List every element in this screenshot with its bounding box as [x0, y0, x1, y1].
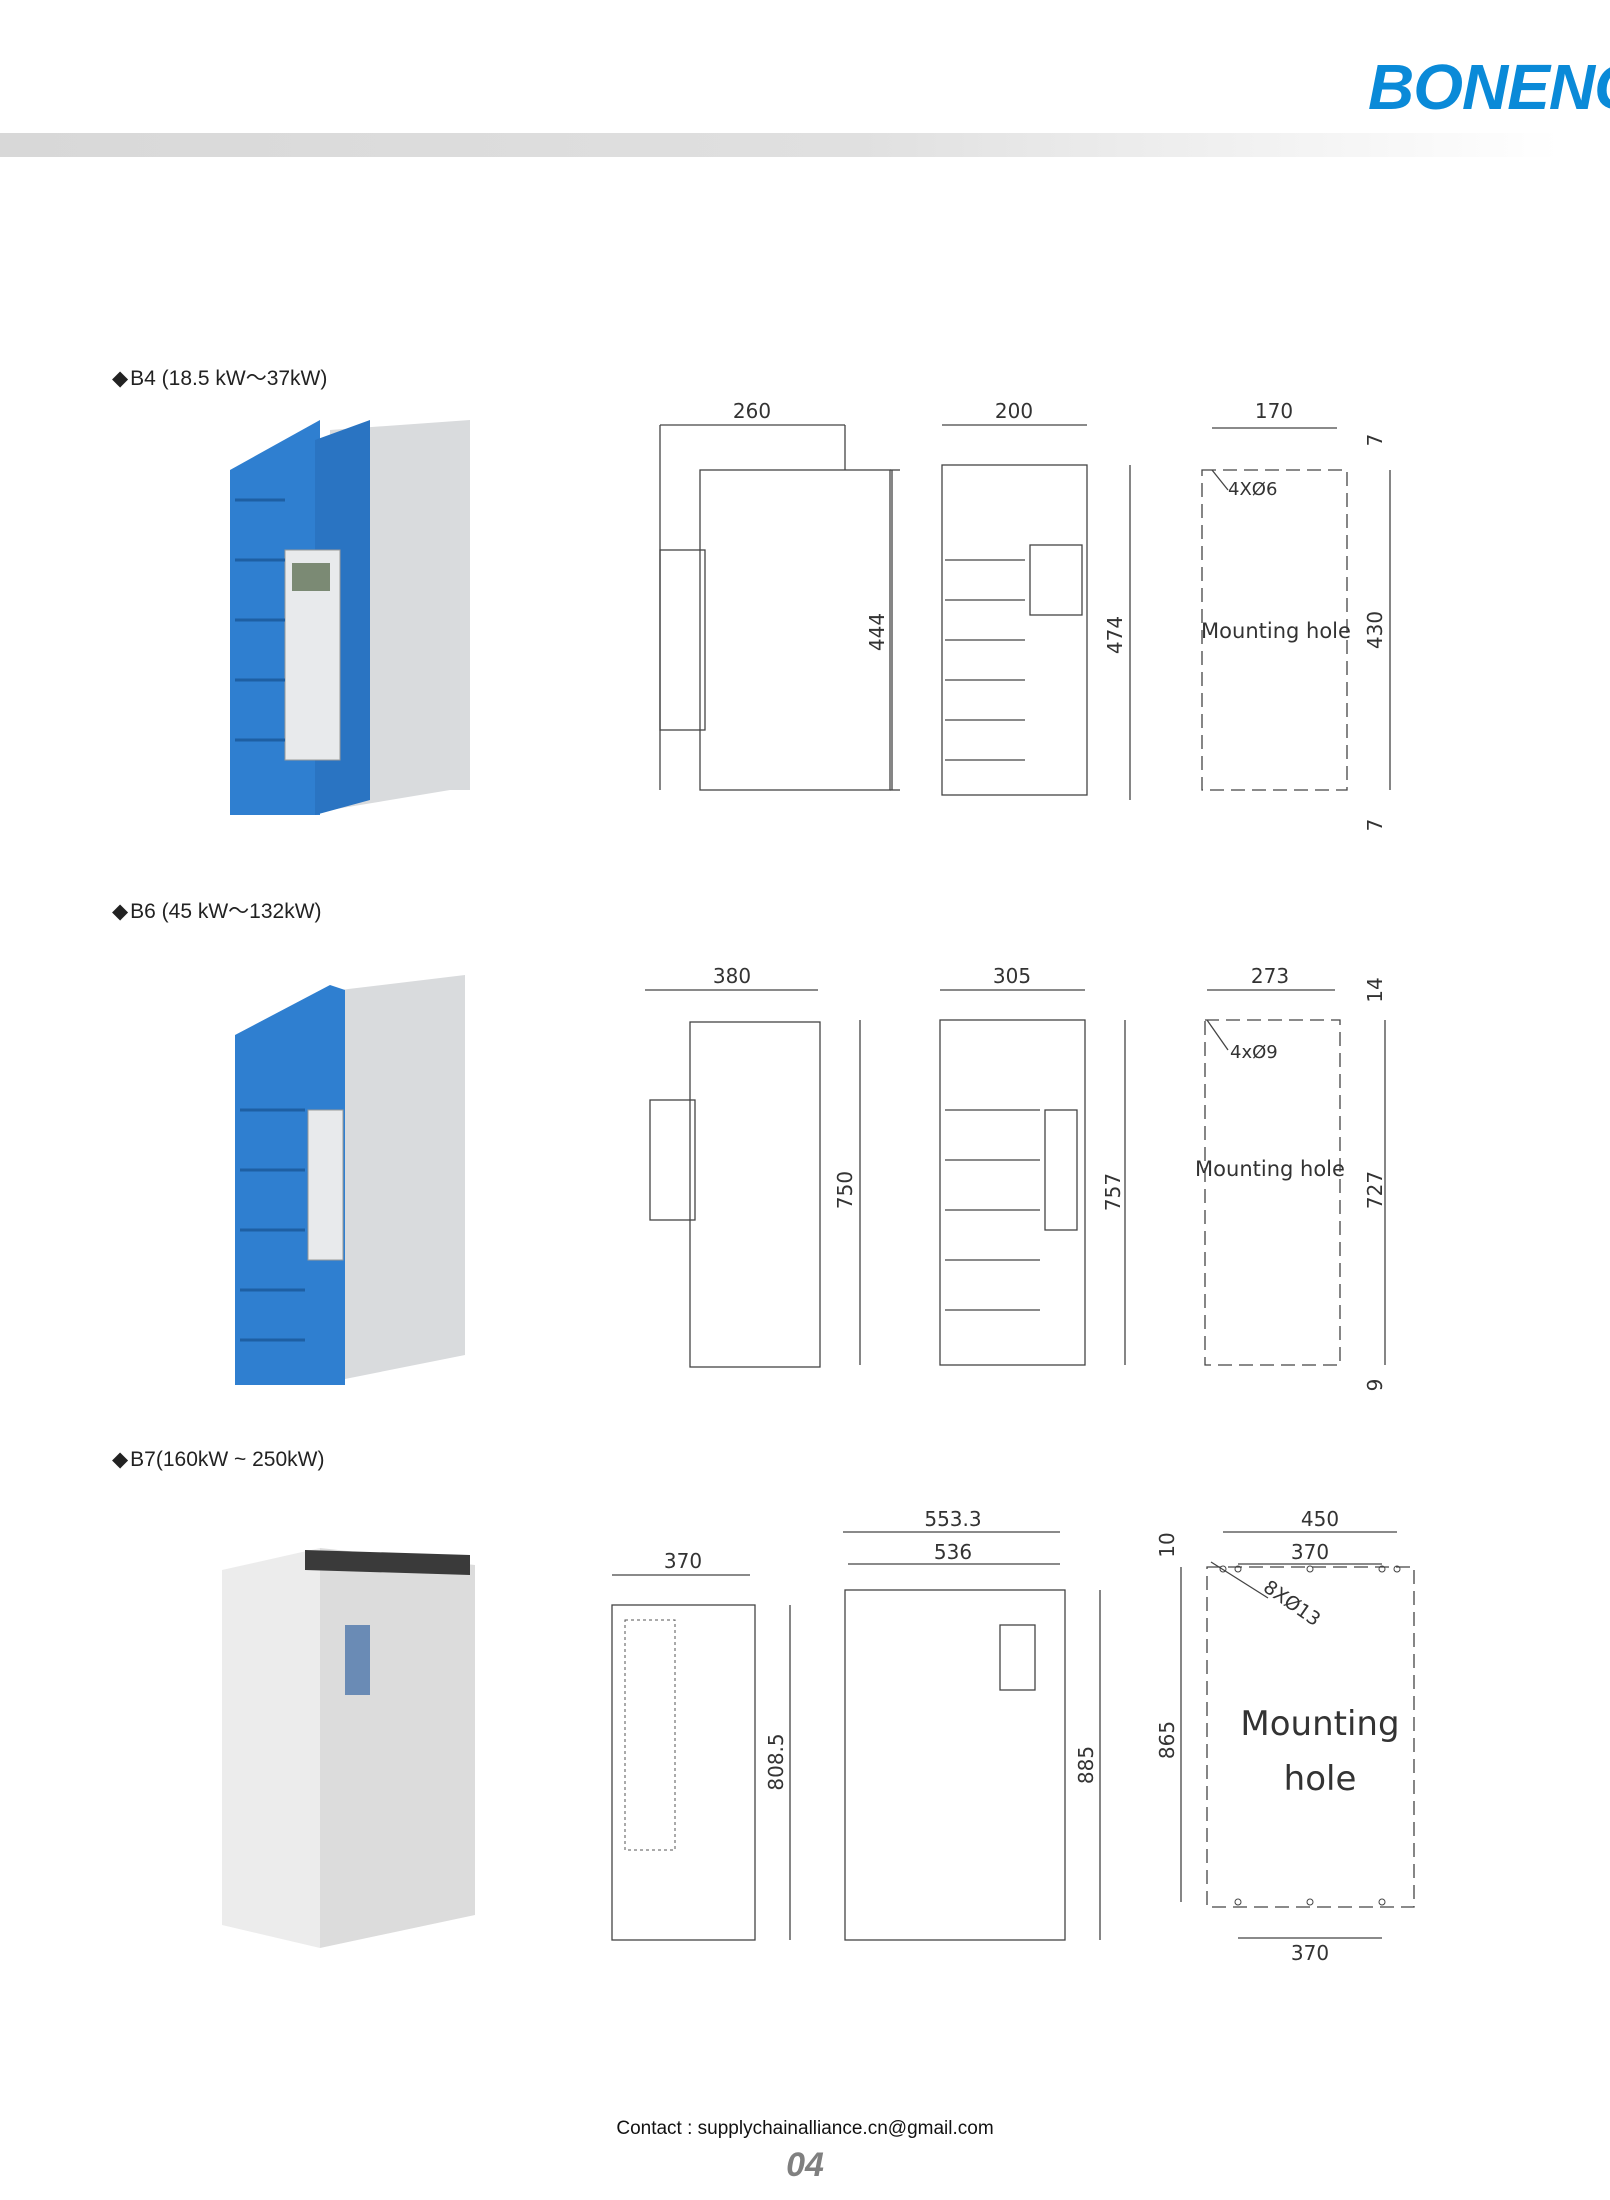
drawings: 260 444 200 474 170 430 7 7 4XØ6 Mountin…: [222, 399, 1415, 1965]
b4-mount-height: 430: [1363, 611, 1387, 649]
b6-mount-bottom: 9: [1363, 1379, 1387, 1392]
b7-mount-height: 865: [1155, 1721, 1179, 1759]
b7-side-width: 370: [664, 1549, 702, 1573]
b6-mount-holes: 4xØ9: [1230, 1042, 1278, 1063]
b6-mount-top: 14: [1363, 977, 1387, 1002]
section-title-b7: B7(160kW ~ 250kW): [112, 1447, 324, 1472]
b7-side-view: [611, 1574, 791, 1941]
b6-front-height: 757: [1101, 1173, 1125, 1211]
page-number: 04: [786, 2146, 824, 2184]
b7-front-width: 536: [934, 1540, 972, 1564]
b7-mount-holes: 8XØ13: [1259, 1576, 1324, 1631]
b7-front-view: [843, 1531, 1101, 1941]
b4-mount-text: Mounting hole: [1201, 619, 1351, 643]
b7-mount-outer-width: 450: [1301, 1507, 1339, 1531]
footer-contact: Contact : supplychainalliance.cn@gmail.c…: [616, 2118, 994, 2139]
b7-side-height: 808.5: [764, 1733, 788, 1790]
b4-mount-top: 7: [1363, 434, 1387, 447]
b4-mount-holes: 4XØ6: [1228, 479, 1277, 500]
b6-side-view: [645, 989, 861, 1368]
b4-side-width: 260: [733, 399, 771, 423]
b6-product-image: [235, 975, 465, 1385]
b6-mount-text: Mounting hole: [1195, 1157, 1345, 1181]
b7-front-outer-width: 553.3: [924, 1507, 981, 1531]
b4-front-view: [941, 424, 1131, 800]
section-title-b6: B6 (45 kW～132kW): [112, 895, 321, 925]
b6-side-width: 380: [713, 964, 751, 988]
b4-mount-bottom: 7: [1363, 819, 1387, 832]
b7-mount-width: 370: [1291, 1540, 1329, 1564]
b6-mount-width: 273: [1251, 964, 1289, 988]
b7-mount-bottom-width: 370: [1291, 1941, 1329, 1965]
section-title-b4: B4 (18.5 kW～37kW): [112, 362, 327, 392]
b6-front-view: [939, 989, 1126, 1366]
b6-mounting-diagram: [1204, 989, 1386, 1366]
b7-mount-top: 10: [1155, 1532, 1179, 1557]
b4-mount-width: 170: [1255, 399, 1293, 423]
b4-product-image: [230, 420, 470, 815]
b6-side-height: 750: [833, 1171, 857, 1209]
b7-mounting-diagram: [1180, 1531, 1415, 1939]
b7-mount-text-1: Mounting: [1240, 1704, 1399, 1744]
b7-product-image: [222, 1548, 475, 1948]
b4-front-width: 200: [995, 399, 1033, 423]
b4-front-height: 474: [1103, 616, 1127, 654]
b4-side-height: 444: [865, 613, 889, 651]
b7-front-height: 885: [1074, 1746, 1098, 1784]
b7-mount-text-2: hole: [1284, 1759, 1357, 1799]
b4-side-view: [659, 424, 900, 791]
header-band: [0, 133, 1560, 157]
b6-mount-height: 727: [1363, 1171, 1387, 1209]
brand-logo: BONENG: [1368, 51, 1610, 123]
b6-front-width: 305: [993, 964, 1031, 988]
b4-mounting-diagram: [1201, 427, 1391, 791]
